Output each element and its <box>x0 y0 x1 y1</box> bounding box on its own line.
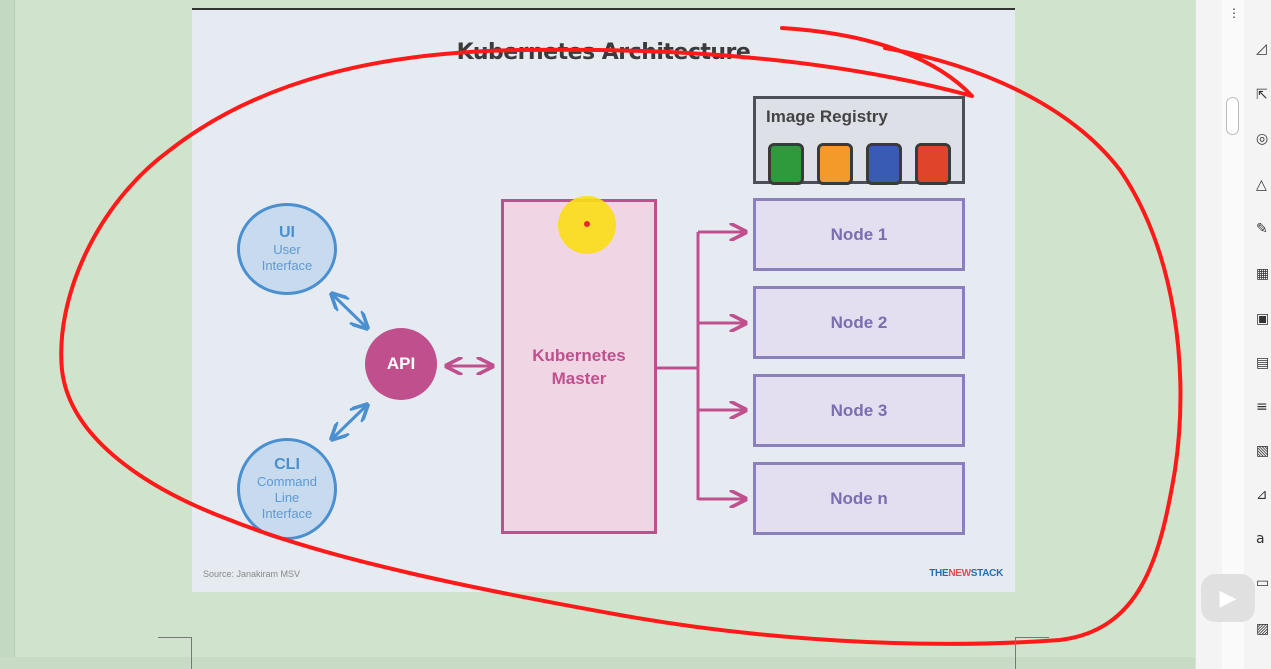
node-label: Node n <box>830 488 888 508</box>
play-icon: ▶ <box>1219 585 1237 610</box>
draw-icon[interactable]: ◿ <box>1256 41 1267 57</box>
bottom-strip <box>0 657 1195 669</box>
page-corner-mark <box>191 637 192 669</box>
node-label: Node 2 <box>830 312 888 332</box>
document-page: Kubernetes Architecture UI User Interfac… <box>192 8 1015 592</box>
cursor-icon[interactable]: ⇱ <box>1256 87 1268 103</box>
registry-title: Image Registry <box>766 107 888 126</box>
ui-description: User Interface <box>261 242 313 273</box>
registry-image-red <box>915 143 951 185</box>
video-icon[interactable]: ▭ <box>1256 575 1270 591</box>
scrollbar-thumb[interactable] <box>1226 97 1239 135</box>
registry-image-orange <box>817 143 853 185</box>
play-button[interactable]: ▶ <box>1201 574 1255 622</box>
sliders-icon[interactable]: ≡ <box>1256 399 1268 415</box>
master-label: Kubernetes Master <box>532 345 626 388</box>
source-caption: Source: Janakiram MSV <box>203 569 301 579</box>
left-margin <box>0 0 15 669</box>
ui-label: UI <box>279 224 295 241</box>
api-circle: API <box>365 328 437 400</box>
cli-description: Command Line Interface <box>257 474 317 521</box>
scrollbar-track[interactable] <box>1222 0 1244 669</box>
table-icon[interactable]: ▦ <box>1256 266 1270 282</box>
image-registry-box: Image Registry <box>753 96 965 185</box>
grid-icon[interactable]: ▣ <box>1256 311 1270 327</box>
brand-part: THE <box>929 568 949 579</box>
page-corner-mark <box>158 637 192 638</box>
chart-icon[interactable]: ▤ <box>1256 355 1270 371</box>
page-corner-mark <box>1015 637 1049 638</box>
node-n-box: Node n <box>753 462 965 535</box>
ui-client-circle: UI User Interface <box>237 203 337 295</box>
node-1-box: Node 1 <box>753 198 965 271</box>
pen-icon[interactable]: ✎ <box>1256 221 1268 237</box>
kubernetes-master-box: Kubernetes Master <box>501 199 657 534</box>
node-2-box: Node 2 <box>753 286 965 359</box>
page-corner-mark <box>1015 637 1016 669</box>
top-handle-icon: ⋮ <box>1228 6 1240 20</box>
diagram-connectors <box>192 10 1015 592</box>
registry-image-blue <box>866 143 902 185</box>
ui-api-arrow <box>333 295 366 327</box>
pin-icon[interactable]: ◎ <box>1256 131 1269 147</box>
cli-api-arrow <box>333 406 366 438</box>
photo-icon[interactable]: ▨ <box>1256 621 1270 637</box>
brand-part: NEW <box>948 568 971 579</box>
node-label: Node 1 <box>830 224 888 244</box>
pointer-dot <box>584 221 590 227</box>
brand-part: STACK <box>970 568 1004 579</box>
node-label: Node 3 <box>830 400 888 420</box>
api-label: API <box>386 354 416 373</box>
shapes-icon[interactable]: △ <box>1256 177 1267 193</box>
image-icon[interactable]: ▧ <box>1256 443 1270 459</box>
edit-icon[interactable]: ⊿ <box>1256 487 1268 503</box>
registry-image-green <box>768 143 804 185</box>
text-icon[interactable]: a <box>1256 531 1265 547</box>
pointer-highlight <box>558 196 616 254</box>
cli-label: CLI <box>274 456 300 473</box>
newstack-logo: THENEWSTACK <box>929 568 1003 579</box>
node-3-box: Node 3 <box>753 374 965 447</box>
